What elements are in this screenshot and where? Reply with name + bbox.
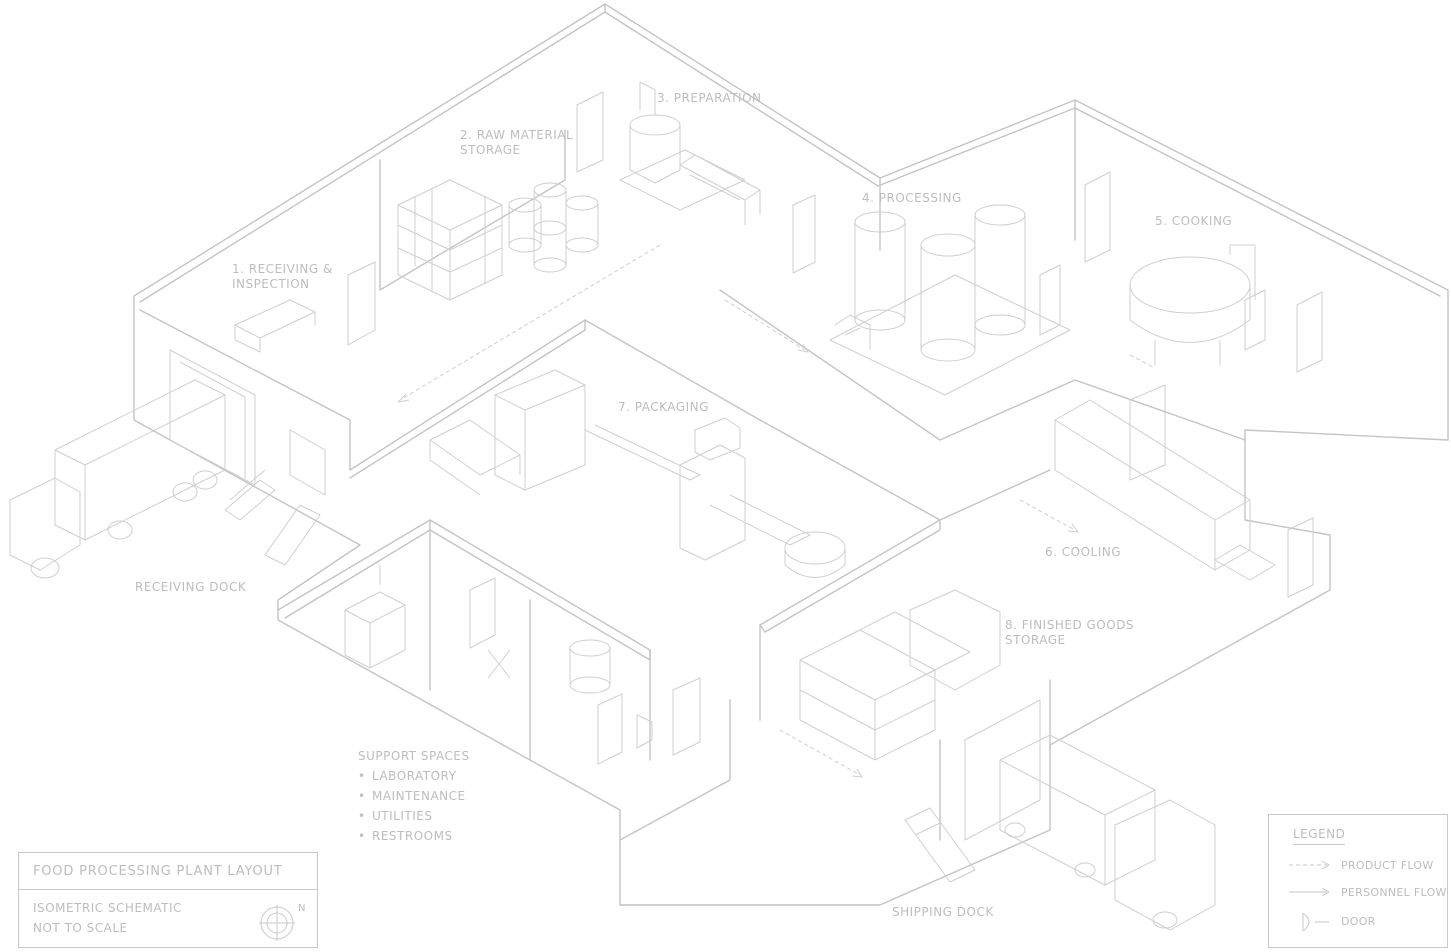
- legend-item-personnel-flow: PERSONNEL FLOW: [1341, 886, 1447, 899]
- support-item: •UTILITIES: [358, 809, 433, 823]
- door-symbol-icon: [1302, 912, 1329, 932]
- support-item: •RESTROOMS: [358, 829, 453, 843]
- raw-storage-pallets: [397, 179, 503, 301]
- preparation-tables: [576, 91, 761, 225]
- support-spaces-title: SUPPORT SPACES: [358, 749, 470, 763]
- finished-goods-pallets: [799, 589, 1001, 761]
- title-block: FOOD PROCESSING PLANT LAYOUT ISOMETRIC S…: [18, 852, 318, 948]
- north-arrow-icon: [259, 905, 295, 941]
- support-equipment: [344, 565, 701, 765]
- cooling-tunnel: [1054, 384, 1314, 598]
- outer-walls: [133, 3, 1449, 906]
- label-finished-goods-storage: 8. FINISHED GOODS STORAGE: [1005, 618, 1135, 647]
- inspection-table: [234, 261, 376, 353]
- legend-heading: LEGEND: [1293, 827, 1346, 845]
- receiving-dock-door: [169, 349, 326, 566]
- processing-tanks: [792, 194, 1071, 396]
- label-raw-material-storage: 2. RAW MATERIAL STORAGE: [460, 128, 574, 157]
- preparation-tank: [619, 81, 746, 211]
- label-cooking: 5. COOKING: [1155, 214, 1233, 228]
- label-preparation: 3. PREPARATION: [657, 91, 762, 105]
- support-spaces: SUPPORT SPACES •LABORATORY •MAINTENANCE …: [358, 746, 470, 846]
- label-cooling: 6. COOLING: [1045, 545, 1122, 559]
- legend-item-door: DOOR: [1341, 915, 1376, 928]
- label-receiving-inspection: 1. RECEIVING & INSPECTION: [232, 262, 333, 291]
- interior-walls: [139, 129, 1246, 841]
- support-item: •MAINTENANCE: [358, 789, 466, 803]
- packaging-line: [429, 369, 846, 578]
- legend: LEGEND PRODUCT FLOW PERSONNEL FLOW DOOR: [1268, 814, 1448, 948]
- support-item: •LABORATORY: [358, 769, 457, 783]
- north-label: N: [298, 903, 306, 914]
- legend-symbols: [1289, 860, 1331, 932]
- product-flow-arrows: [397, 244, 1156, 778]
- cooking-kettle: [1084, 171, 1323, 373]
- legend-item-product-flow: PRODUCT FLOW: [1341, 859, 1434, 872]
- plan-title: FOOD PROCESSING PLANT LAYOUT: [33, 864, 283, 879]
- shipping-truck: [999, 734, 1216, 931]
- label-packaging: 7. PACKAGING: [618, 400, 709, 414]
- shipping-dock-door: [904, 699, 1041, 883]
- raw-storage-barrels: [508, 182, 599, 273]
- label-processing: 4. PROCESSING: [862, 191, 962, 205]
- receiving-truck: [9, 379, 226, 579]
- plan-subtitle-line1: ISOMETRIC SCHEMATIC: [33, 901, 182, 915]
- label-receiving-dock: RECEIVING DOCK: [135, 580, 247, 594]
- label-shipping-dock: SHIPPING DOCK: [892, 905, 994, 919]
- plan-subtitle-line2: NOT TO SCALE: [33, 921, 128, 935]
